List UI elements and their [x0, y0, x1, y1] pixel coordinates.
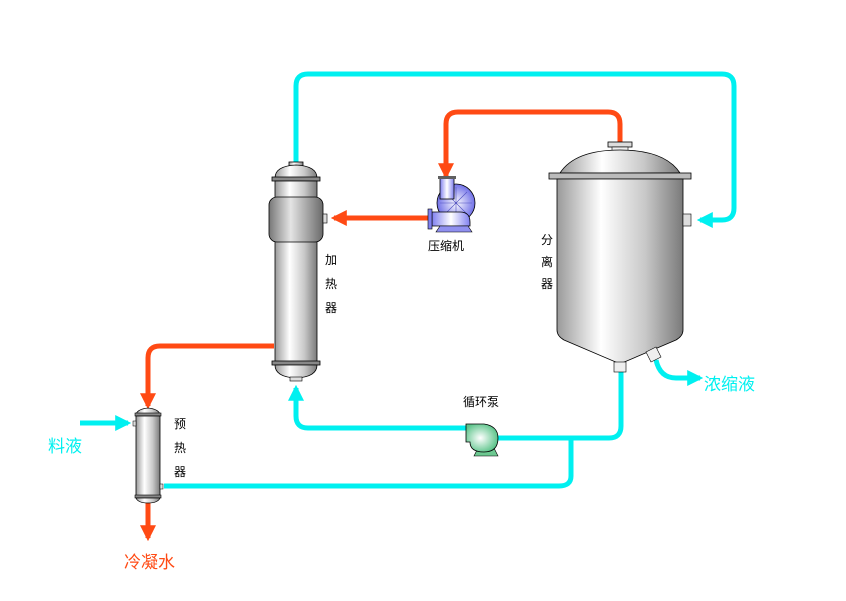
condensate-label: 冷凝水: [124, 553, 175, 573]
preheater-label-char-1: 预: [174, 417, 186, 431]
heater-label-char-3: 器: [325, 301, 337, 315]
concentrate-label: 浓缩液: [704, 375, 755, 395]
pipe-separator-bottom-to-pump: [492, 372, 624, 441]
separator-vessel: [548, 141, 692, 373]
preheater-label-char-2: 热: [174, 441, 186, 455]
circulation-pump: [465, 423, 499, 457]
preheater-label-char-3: 器: [174, 465, 186, 479]
heater-label-char-1: 加: [325, 253, 337, 267]
separator-label-char-1: 分: [541, 233, 553, 247]
pipe-heater-top-to-separator: [293, 71, 737, 229]
pipe-separator-vapor-to-compressor: [437, 109, 623, 180]
heater-vessel: [268, 161, 328, 382]
pipe-concentrate-outlet: [653, 359, 704, 387]
heater-label: 加 热 器: [325, 253, 337, 315]
pipe-circulation-to-preheater: [164, 438, 574, 489]
separator-label: 分 离 器: [541, 233, 553, 291]
feed-liquid-label: 料液: [48, 437, 82, 457]
pipe-heater-condensate-to-preheater: [139, 343, 274, 410]
heater-label-char-2: 热: [325, 277, 337, 291]
separator-label-char-2: 离: [541, 254, 553, 269]
compressor-label: 压缩机: [428, 238, 464, 253]
preheater-vessel: [132, 407, 164, 504]
pipe-pump-to-heater-bottom: [287, 384, 470, 431]
separator-label-char-3: 器: [541, 277, 553, 291]
compressor: [427, 176, 476, 233]
preheater-label: 预 热 器: [174, 417, 186, 479]
circulation-pump-label: 循环泵: [463, 395, 499, 409]
